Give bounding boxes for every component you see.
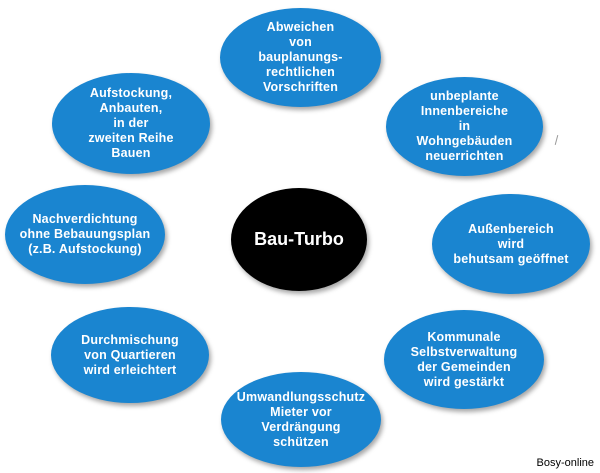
- node-aufstockung-anbauten: Aufstockung, Anbauten, in der zweiten Re…: [52, 73, 210, 174]
- node-label: Durchmischung von Quartieren wird erleic…: [81, 332, 179, 377]
- credit-text: Bosy-online: [536, 457, 594, 469]
- center-label: Bau-Turbo: [254, 229, 344, 249]
- node-label: Außenbereich wird behutsam geöffnet: [453, 221, 569, 266]
- node-kommunale-selbstverwaltung: Kommunale Selbstverwaltung der Gemeinden…: [384, 310, 544, 409]
- node-label: Aufstockung, Anbauten, in der zweiten Re…: [88, 86, 174, 160]
- node-umwandlungsschutz: Umwandlungsschutz Mieter vor Verdrängung…: [221, 372, 381, 467]
- node-label: unbeplante Innenbereiche in Wohngebäuden…: [416, 89, 513, 163]
- node-durchmischung: Durchmischung von Quartieren wird erleic…: [51, 307, 209, 403]
- node-label: Umwandlungsschutz Mieter vor Verdrängung…: [236, 389, 366, 449]
- stray-mark: [554, 135, 559, 145]
- node-nachverdichtung: Nachverdichtung ohne Bebauungsplan (z.B.…: [5, 185, 165, 284]
- node-abweichen-vorschriften: Abweichen von bauplanungs- rechtlichen V…: [220, 8, 381, 107]
- node-aussenbereich: Außenbereich wird behutsam geöffnet: [432, 194, 590, 294]
- node-label: Nachverdichtung ohne Bebauungsplan (z.B.…: [19, 212, 151, 256]
- center-node-bau-turbo: Bau-Turbo: [231, 188, 367, 291]
- node-label: Kommunale Selbstverwaltung der Gemeinden…: [410, 329, 518, 389]
- node-label: Abweichen von bauplanungs- rechtlichen V…: [258, 20, 343, 94]
- node-unbeplante-innenbereiche: unbeplante Innenbereiche in Wohngebäuden…: [386, 77, 543, 176]
